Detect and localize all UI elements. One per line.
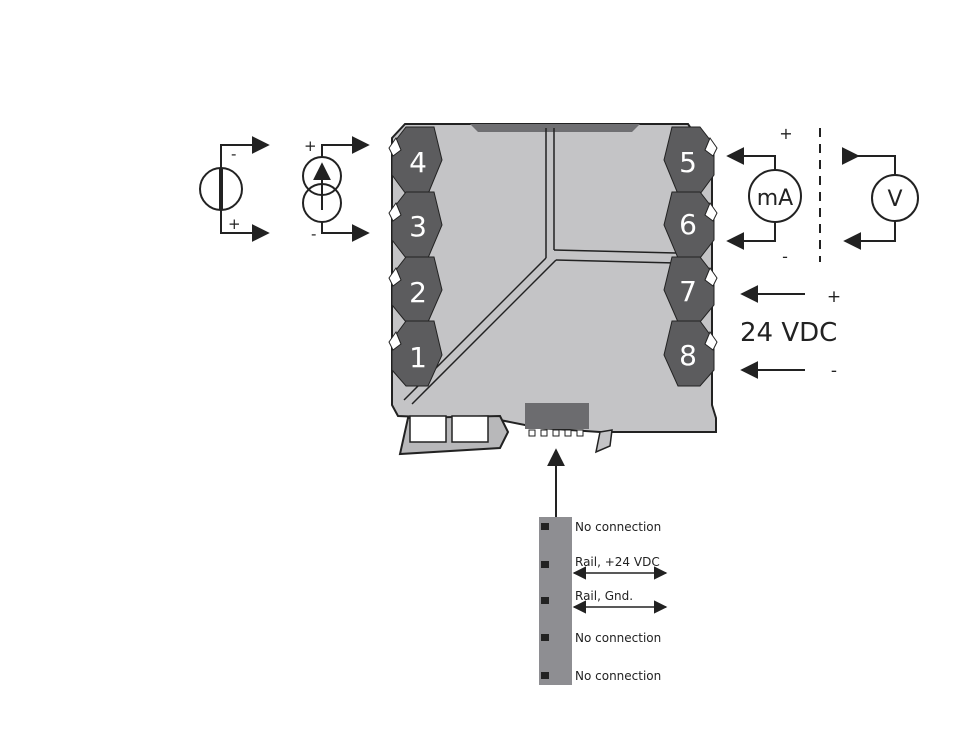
voltmeter	[841, 147, 919, 250]
terminal-6[interactable]: 6	[663, 191, 718, 259]
pin-2-label: Rail, +24 VDC	[575, 555, 660, 569]
pin-5-label: No connection	[575, 669, 661, 683]
terminal-8[interactable]: 8	[663, 320, 718, 387]
terminal-2-label: 2	[409, 276, 427, 309]
supply-minus: -	[831, 361, 837, 381]
rail-arrows	[572, 566, 668, 614]
terminal-5-label: 5	[679, 146, 697, 179]
terminal-1[interactable]: 1	[388, 320, 443, 387]
terminal-7[interactable]: 7	[663, 256, 718, 323]
top-latch	[470, 124, 640, 132]
voltage-source	[199, 136, 270, 242]
pin-3-label: Rail, Gnd.	[575, 589, 633, 603]
current-source	[302, 136, 370, 242]
connector-pins	[541, 523, 549, 679]
voltage-source-minus: -	[231, 145, 236, 163]
ammeter-label: mA	[757, 186, 793, 211]
supply-arrows	[740, 285, 805, 379]
terminal-3[interactable]: 3	[388, 191, 443, 259]
output-minus: -	[782, 247, 788, 266]
terminal-4-label: 4	[409, 146, 427, 179]
terminal-1-label: 1	[409, 341, 427, 374]
terminal-8-label: 8	[679, 339, 697, 372]
terminal-3-label: 3	[409, 210, 427, 243]
supply-plus: +	[827, 287, 841, 307]
bus-connector-slot	[525, 403, 589, 429]
ammeter	[726, 147, 802, 250]
voltage-source-plus: +	[228, 215, 241, 233]
module-housing	[391, 123, 717, 456]
voltmeter-label: V	[887, 187, 902, 212]
current-source-plus: +	[304, 137, 317, 155]
terminal-7-label: 7	[679, 275, 697, 308]
current-source-minus: -	[311, 225, 316, 243]
output-plus: +	[779, 124, 792, 143]
pin-1-label: No connection	[575, 520, 661, 534]
terminal-6-label: 6	[679, 208, 697, 241]
supply-label: 24 VDC	[740, 318, 837, 348]
pin-4-label: No connection	[575, 631, 661, 645]
